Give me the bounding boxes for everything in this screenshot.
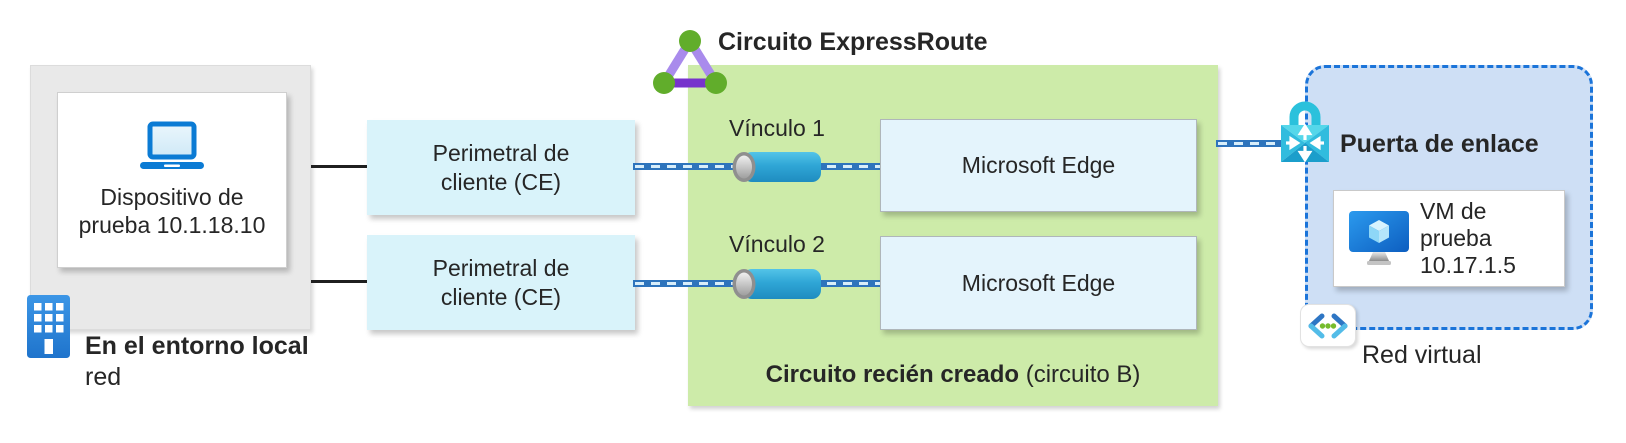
gateway-lock-icon [1281, 101, 1329, 163]
link-pipe-icon [732, 269, 821, 299]
connector-line-top [311, 165, 368, 168]
virtual-network-icon [1308, 313, 1348, 338]
onprem-network-label: En el entorno local red [85, 331, 309, 393]
virtual-network-icon-box [1300, 304, 1356, 347]
ms-edge-box-2-label: Microsoft Edge [961, 269, 1116, 296]
gateway-label: Puerta de enlace [1340, 130, 1539, 158]
expressroute-circuit-icon [653, 30, 727, 94]
test-device-box: Dispositivo de prueba 10.1.18.10 [57, 92, 287, 268]
circuit-title: Circuito ExpressRoute [718, 28, 988, 56]
link-1-label: Vínculo 1 [729, 115, 825, 141]
link-2-label: Vínculo 2 [729, 231, 825, 257]
connector-line-bottom [311, 280, 368, 283]
circuit-caption-bold: Circuito recién creado [765, 361, 1020, 388]
ms-edge-box-1-label: Microsoft Edge [961, 152, 1116, 179]
laptop-icon [140, 121, 204, 169]
virtual-machine-icon [1349, 210, 1409, 265]
onprem-label-rest: red [85, 363, 122, 391]
ce-box-1-label: Perimetral de cliente (CE) [432, 140, 570, 195]
ce-box-2: Perimetral de cliente (CE) [367, 235, 635, 330]
ce-box-2-label: Perimetral de cliente (CE) [432, 255, 570, 310]
virtual-network-label: Red virtual [1362, 341, 1482, 369]
onprem-label-bold: En el entorno local [85, 332, 309, 360]
gateway-dashed-line [1216, 140, 1282, 147]
link-pipe-icon [732, 152, 821, 182]
test-vm-box: VM de prueba 10.17.1.5 [1333, 190, 1565, 287]
test-vm-label: VM de prueba 10.17.1.5 [1420, 198, 1516, 278]
ms-edge-box-1: Microsoft Edge [880, 119, 1197, 212]
ms-edge-box-2: Microsoft Edge [880, 236, 1197, 330]
test-device-label: Dispositivo de prueba 10.1.18.10 [78, 183, 266, 238]
ce-box-1: Perimetral de cliente (CE) [367, 120, 635, 215]
building-icon [27, 295, 70, 358]
circuit-caption-rest: (circuito B) [1025, 361, 1141, 388]
circuit-caption: Circuito recién creado (circuito B) [688, 360, 1218, 389]
